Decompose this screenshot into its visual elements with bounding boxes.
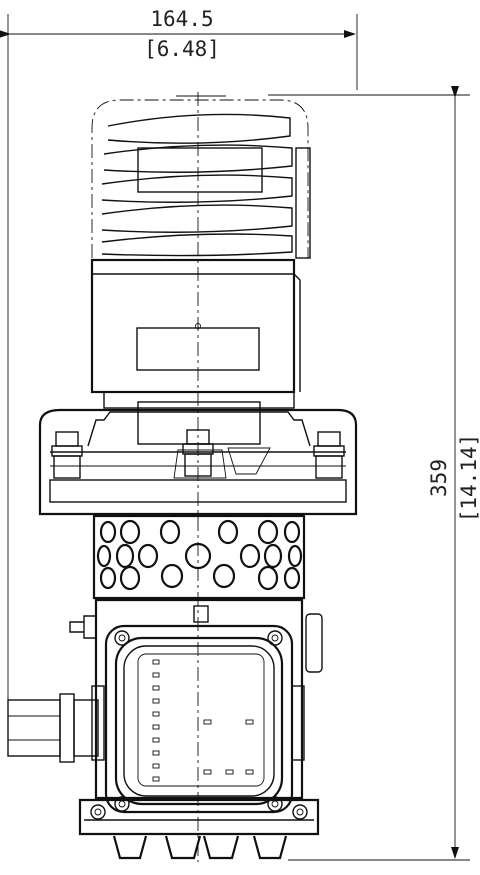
panel-latch-right: [291, 685, 305, 761]
motor-body: [90, 258, 296, 394]
reservoir-cover: [91, 95, 311, 259]
foot-center-right: [202, 835, 240, 860]
hole-row-bottom: [99, 563, 301, 591]
outlet-body: [73, 699, 99, 757]
panel-latch-left: [91, 685, 105, 761]
height-dimension: 359 [14.14]: [268, 86, 480, 861]
motor-flange: [103, 391, 295, 409]
height-mm-label: 359: [427, 459, 451, 497]
pump-body-outline: [94, 598, 304, 800]
bottom-flange: [78, 798, 320, 860]
corner-screw-top-right: [267, 630, 283, 646]
height-inch-label: [14.14]: [457, 434, 480, 523]
motor-housing: [90, 258, 301, 409]
foot-right: [252, 835, 288, 860]
pump-body: [69, 598, 323, 800]
panel-frame: [114, 636, 284, 806]
outlet-pipe: [7, 699, 61, 757]
hole-row-middle: [96, 542, 303, 570]
corner-screw-top-left: [114, 630, 130, 646]
spring-coil: [101, 113, 293, 257]
base-outline: [38, 408, 358, 516]
outlet-nut: [59, 693, 75, 763]
reservoir-side-plate: [295, 147, 311, 259]
bolt-left: [51, 431, 83, 479]
foot-center-left: [164, 835, 202, 860]
width-mm-label: 164.5: [150, 7, 213, 31]
pin-group: [203, 719, 254, 775]
side-port-right: [305, 613, 323, 673]
spring-follower-plate: [137, 147, 263, 193]
connector-panel: [91, 624, 305, 814]
foot-left: [112, 835, 148, 860]
outlet-fitting: [7, 693, 99, 763]
bottom-screw-left: [90, 804, 106, 820]
reservoir-outline: [91, 99, 309, 258]
top-plug: [193, 605, 209, 623]
bottom-screw-right: [292, 804, 308, 820]
hole-row-top: [99, 519, 301, 545]
panel-insert: [137, 653, 265, 787]
grease-nipple: [69, 615, 97, 639]
width-inch-label: [6.48]: [144, 37, 220, 61]
bolt-right: [313, 431, 345, 479]
panel-inner: [123, 645, 275, 797]
width-dimension: 164.5 [6.48]: [0, 7, 358, 700]
pin-column: [152, 659, 160, 782]
perforated-section: [92, 514, 306, 600]
bottom-plate: [78, 798, 320, 836]
